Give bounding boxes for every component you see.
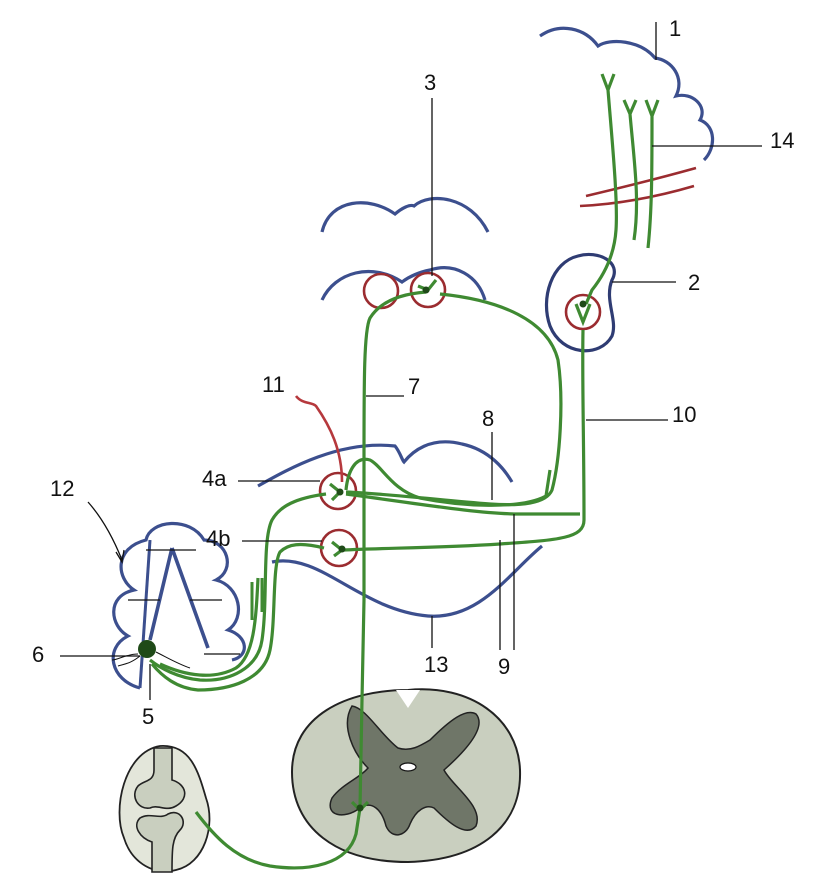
cerebellar-neuron-6: [138, 640, 156, 658]
fiber-to-cerebellum-b: [150, 542, 325, 692]
fiber-to-cerebellum-a: [149, 492, 327, 682]
pons-lower-outline: [271, 544, 544, 618]
terminal-2: [574, 303, 592, 327]
nucleus-ring-2: [564, 293, 602, 331]
terminal-4a-dot: [336, 488, 344, 496]
red-fiber-11: [294, 395, 344, 483]
label-14: 14: [770, 128, 794, 153]
label-10: 10: [672, 402, 696, 427]
fiber-14-c: [644, 99, 660, 249]
label-2: 2: [688, 270, 700, 295]
leader-12-arrow: [87, 501, 125, 564]
cerebellum-triangle: [148, 547, 210, 649]
terminal-2-dot: [579, 300, 587, 308]
fiber-14-b: [622, 99, 639, 241]
pons-upper-outline: [257, 440, 514, 488]
fiber-8-loop: [344, 457, 552, 507]
nucleus-ring-3: [409, 271, 447, 309]
label-8: 8: [482, 406, 494, 431]
fiber-7: [358, 290, 427, 809]
label-6: 6: [32, 642, 44, 667]
fiber-9-upper: [345, 492, 580, 516]
joint-bone-lower: [136, 811, 184, 873]
label-12: 12: [50, 476, 74, 501]
red-fiber-upper: [585, 166, 697, 198]
label-3: 3: [424, 70, 436, 95]
fiber-14-a: [584, 73, 618, 305]
cortex-outline: [539, 26, 715, 162]
label-4a: 4a: [202, 466, 227, 491]
red-fiber-lower: [579, 184, 695, 208]
spinal-cord-notch: [396, 690, 420, 708]
fiber-10: [343, 329, 586, 552]
peripheral-fiber: [194, 807, 362, 870]
label-13: 13: [424, 652, 448, 677]
neuron-6-dendrites: [111, 651, 191, 669]
terminal-3-dot: [422, 286, 430, 294]
label-1: 1: [669, 16, 681, 41]
label-11: 11: [262, 372, 285, 397]
label-9: 9: [498, 654, 510, 679]
medulla-outline: [320, 266, 487, 301]
upper-brainstem-outline: [320, 196, 490, 233]
central-canal: [399, 762, 417, 772]
cerebellum-outline: [111, 521, 246, 690]
label-7: 7: [408, 374, 420, 399]
label-4b: 4b: [206, 526, 230, 551]
cerebellum-inner-line-1: [138, 539, 152, 689]
terminal-spinal-dot: [356, 804, 364, 812]
nucleus-ring-left: [362, 272, 400, 310]
terminal-4b-dot: [338, 545, 346, 553]
label-5: 5: [142, 704, 154, 729]
fiber-to-cerebellum-c: [159, 577, 260, 677]
fiber-3-to-4a: [345, 292, 563, 507]
structure-2-outline: [544, 252, 616, 353]
joint-bone-upper: [134, 747, 186, 810]
